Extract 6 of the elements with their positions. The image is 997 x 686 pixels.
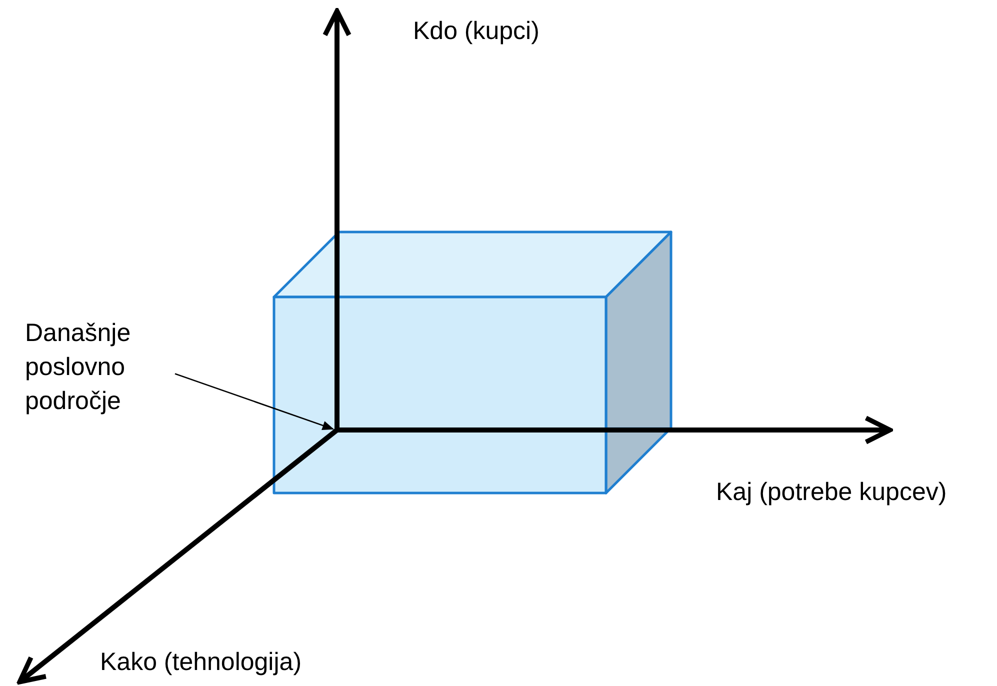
leader-line <box>174 373 334 430</box>
axis-label: Kdo (kupci) <box>413 16 540 47</box>
cuboid-shape <box>273 231 673 495</box>
axis-label: Kako (tehnologija) <box>100 647 302 678</box>
callout-text: Današnje poslovno področje <box>25 316 175 418</box>
axis-label: Kaj (potrebe kupcev) <box>716 477 947 508</box>
